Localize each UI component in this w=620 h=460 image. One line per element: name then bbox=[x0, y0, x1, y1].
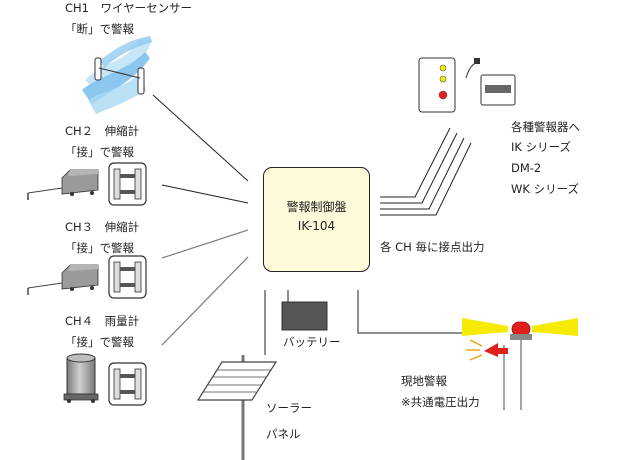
alarm-device-icon bbox=[418, 57, 516, 113]
controller-model: IK-104 bbox=[297, 219, 336, 233]
local-alarm-line2: ※共通電圧出力 bbox=[401, 395, 480, 409]
extensometer-icon-ch3 bbox=[27, 264, 99, 295]
switch-box-icon-ch3 bbox=[108, 255, 147, 299]
line-ch1 bbox=[152, 94, 249, 182]
relay-output-lines bbox=[380, 127, 472, 216]
solar-panel-icon bbox=[196, 355, 278, 460]
battery-label: バッテリー bbox=[283, 335, 341, 349]
ch2-trigger-label: 「接」で警報 bbox=[65, 145, 134, 159]
alarm-devices-line1: 各種警報器へ bbox=[511, 120, 580, 134]
alarm-devices-line2: IK シリーズ bbox=[511, 140, 572, 154]
ch4-channel-label: CH４ 雨量計 bbox=[65, 314, 140, 328]
line-ch4-gray bbox=[161, 256, 249, 346]
local-alarm-line bbox=[357, 290, 465, 334]
controller-name: 警報制御盤 bbox=[286, 200, 347, 214]
switch-box-icon-ch2 bbox=[108, 162, 147, 206]
solar-panel-line1: ソーラー bbox=[266, 401, 312, 415]
ch3-trigger-label: 「接」で警報 bbox=[65, 241, 134, 255]
battery-icon bbox=[281, 301, 328, 331]
line-ch3 bbox=[161, 229, 249, 259]
sensor-connection-lines bbox=[152, 94, 249, 346]
extensometer-icon-ch2 bbox=[27, 169, 99, 200]
ch4-trigger-label: 「接」で警報 bbox=[65, 335, 134, 349]
rain-gauge-icon bbox=[63, 353, 99, 403]
solar-panel-line2: パネル bbox=[266, 427, 301, 441]
wire-sensor-icon bbox=[82, 36, 152, 114]
line-ch2 bbox=[161, 184, 249, 204]
ch2-channel-label: CH２ 伸縮計 bbox=[65, 124, 140, 138]
ch3-channel-label: CH３ 伸縮計 bbox=[65, 220, 140, 234]
relay-output-label: 各 CH 毎に接点出力 bbox=[380, 240, 485, 254]
local-alarm-line1: 現地警報 bbox=[401, 374, 447, 388]
ch1-channel-label: CH1 ワイヤーセンサー bbox=[65, 1, 193, 15]
alarm-control-panel: 警報制御盤 IK-104 bbox=[263, 167, 370, 272]
switch-box-icon-ch4 bbox=[108, 362, 147, 406]
warning-beacon-icon bbox=[462, 318, 578, 410]
ch1-trigger-label: 「断」で警報 bbox=[65, 22, 134, 36]
alarm-devices-line4: WK シリーズ bbox=[511, 182, 579, 196]
alarm-devices-line3: DM-2 bbox=[511, 161, 542, 175]
